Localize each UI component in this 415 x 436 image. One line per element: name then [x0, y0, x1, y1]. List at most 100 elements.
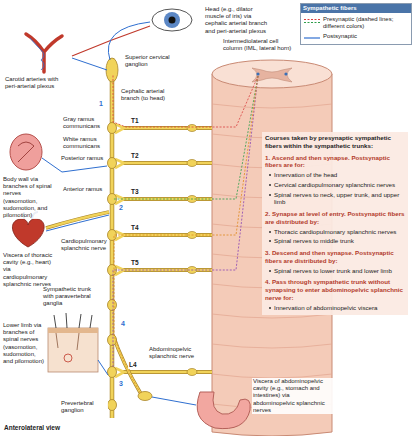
iris: [164, 12, 180, 28]
heart: [12, 218, 44, 247]
paravertebral-ganglion: [108, 300, 117, 311]
step-heading: 2. Synapse at level of entry. Postsynapt…: [265, 210, 405, 226]
figure-label: Anterior ramus: [62, 186, 106, 193]
figure-label: Cephalic arterial branch (to head): [120, 88, 178, 102]
epidermis: [48, 328, 98, 333]
bullet-dot: [269, 307, 271, 309]
text-panel: Courses taken by presynaptic sympathetic…: [262, 132, 408, 315]
legend-title: Sympathetic fibers: [301, 4, 411, 13]
callout-number: 1: [98, 100, 104, 108]
postsynaptic-fiber: [152, 397, 196, 405]
figure-label: Posterior ramus: [60, 155, 106, 162]
presynaptic-fiber: [113, 74, 258, 127]
hair: [54, 313, 92, 328]
postsynaptic-fiber: [72, 58, 107, 70]
paravertebral-ganglion: [108, 400, 117, 411]
figure-label: Lower limb via branches of spinal nerves…: [2, 322, 46, 365]
panel-row: 2. Synapse at level of entry. Postsynapt…: [265, 210, 405, 226]
level-label: T2: [130, 152, 140, 160]
level-label: T4: [130, 224, 140, 232]
legend-row: Postsynaptic: [303, 33, 409, 42]
bullet-item: Spinal nerves to neck, upper trunk, and …: [274, 191, 405, 207]
legend-sample: [303, 34, 321, 42]
paravertebral-ganglion: [108, 367, 117, 378]
paravertebral-ganglion: [108, 123, 117, 134]
callout-number: 2: [118, 204, 124, 212]
hair-follicle: [56, 333, 79, 350]
panel-row: Spinal nerves to middle trunk: [265, 237, 405, 245]
legend-text: Postsynaptic: [323, 33, 357, 40]
bullet-item: Thoracic cardiopulmonary splanchnic nerv…: [274, 228, 396, 236]
presynaptic-fiber: [113, 76, 258, 368]
panel-row: Innervation of abdominopelvic viscera: [265, 304, 405, 312]
dashed-sample: [304, 22, 320, 23]
panel-row: Spinal nerves to neck, upper trunk, and …: [265, 191, 405, 207]
figure-label: White ramus communicans: [62, 136, 106, 150]
bullet-dot: [269, 240, 271, 242]
spinal-ganglion: [187, 369, 197, 376]
figure-label: Superior cervical ganglion: [124, 54, 176, 68]
level-label: L4: [128, 361, 138, 369]
figure-label: Gray ramus communicans: [62, 116, 106, 130]
callout-number: 3: [118, 380, 124, 388]
pupil: [169, 17, 176, 24]
paravertebral-ganglion: [108, 158, 117, 169]
panel-row: Cervical cardiopulmonary splanchnic nerv…: [265, 181, 405, 189]
bullet-item: Spinal nerves to middle trunk: [274, 237, 354, 245]
panel-row: Innervation of the head: [265, 171, 405, 179]
figure-label: Cardiopulmonary splanchnic nerve: [60, 238, 108, 252]
iml-nucleus: [256, 72, 259, 75]
bullet-dot: [269, 194, 271, 196]
panel-heading: Courses taken by presynaptic sympathetic…: [265, 134, 405, 150]
sweat-gland: [64, 354, 72, 362]
body-wall: [10, 134, 42, 170]
cord-cross-section: [212, 60, 332, 88]
bullet-dot: [269, 184, 271, 186]
view-label: Anterolateral view: [3, 424, 93, 432]
postsynaptic-fiber: [46, 215, 109, 231]
gray-matter: [252, 68, 292, 82]
superior-cervical-ganglion: [106, 58, 118, 82]
presynaptic-fiber: [114, 76, 258, 394]
figure-label: Intermediolateral cell column (IML, late…: [222, 38, 298, 52]
figure-label: Sympathetic trunk with paravertebral gan…: [42, 286, 100, 308]
bullet-dot: [269, 231, 271, 233]
callout-number: 4: [120, 320, 126, 328]
iml-nucleus: [284, 72, 287, 75]
bullet-dot: [269, 270, 271, 272]
figure-label: Body wall via branches of spinal nerves …: [2, 176, 54, 219]
panel-row: Spinal nerves to lower trunk and lower l…: [265, 267, 405, 275]
skin-block: [48, 328, 98, 372]
spinal-nerve: [115, 124, 212, 377]
stomach: [197, 392, 250, 429]
figure-label: Prevertebral ganglion: [60, 400, 108, 414]
bullet-item: Spinal nerves to lower trunk and lower l…: [274, 267, 392, 275]
figure-label: Viscera of thoracic cavity (e.g., heart)…: [2, 252, 56, 288]
panel-row: Courses taken by presynaptic sympathetic…: [265, 134, 405, 150]
cephalic-artery: [72, 26, 150, 56]
level-label: T1: [130, 117, 140, 125]
spinal-ganglion: [187, 160, 197, 167]
legend-row: Presynaptic (dashed lines; different col…: [303, 16, 409, 30]
figure-label: Viscera of abdominopelvic cavity (e.g., …: [252, 378, 334, 414]
bullet-item: Innervation of abdominopelvic viscera: [274, 304, 378, 312]
level-label: T5: [130, 259, 140, 267]
presynaptic-fiber: [113, 76, 258, 199]
legend-sample: [303, 17, 321, 25]
figure-label: Carotid arteries with peri-arterial plex…: [4, 76, 62, 90]
panel-row: 3. Descend and then synapse. Postsynapti…: [265, 249, 405, 265]
spinal-ganglion: [187, 125, 197, 132]
step-heading: 4. Pass through sympathetic trunk withou…: [265, 278, 405, 301]
figure-label: Head (e.g., dilator muscle of iris) via …: [204, 6, 274, 35]
dashed-sample: [304, 19, 320, 20]
panel-row: 4. Pass through sympathetic trunk withou…: [265, 278, 405, 301]
body-wall-vessel: [18, 142, 34, 162]
level-label: T3: [130, 188, 140, 196]
bullet-dot: [269, 174, 271, 176]
eye: [152, 9, 192, 31]
paravertebral-ganglion: [108, 335, 117, 346]
panel-row: 1. Ascend and then synapse. Postsynaptic…: [265, 154, 405, 170]
bullet-item: Innervation of the head: [274, 171, 337, 179]
step-heading: 1. Ascend and then synapse. Postsynaptic…: [265, 154, 405, 170]
solid-sample: [304, 37, 320, 38]
